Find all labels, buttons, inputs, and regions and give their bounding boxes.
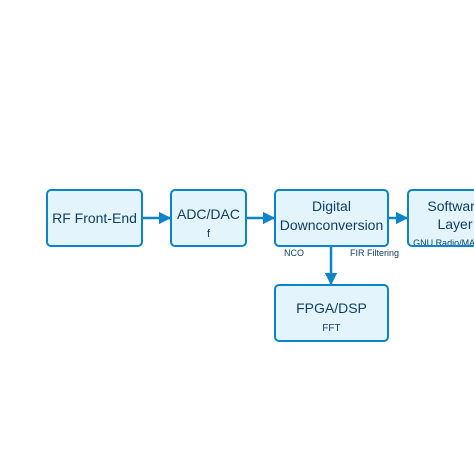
fpga-dsp-sublabel: FFT <box>322 323 341 334</box>
adc-dac-block: ADC/DAC f <box>170 189 247 247</box>
software-label-line1: Software <box>427 198 474 214</box>
rf-front-end-block: RF Front-End <box>46 189 143 247</box>
digital-downconversion-block: Digital Downconversion <box>274 189 389 247</box>
fir-filtering-annotation: FIR Filtering <box>350 248 400 258</box>
adc-dac-label: ADC/DAC <box>176 206 240 222</box>
fpga-dsp-label: FPGA/DSP <box>296 300 367 316</box>
ddc-label-line1: Digital <box>312 198 351 214</box>
nco-annotation: NCO <box>284 248 304 258</box>
software-layer-block: Software Layer GNU Radio/MATLAB <box>407 189 474 247</box>
rf-front-end-label: RF Front-End <box>52 210 137 226</box>
software-sublabel: GNU Radio/MATLAB <box>413 238 474 247</box>
adc-dac-sublabel: f <box>206 228 211 240</box>
fpga-dsp-block: FPGA/DSP FFT <box>274 284 389 342</box>
ddc-label-line2: Downconversion <box>279 217 384 233</box>
software-label-line2: Layer <box>437 216 473 232</box>
